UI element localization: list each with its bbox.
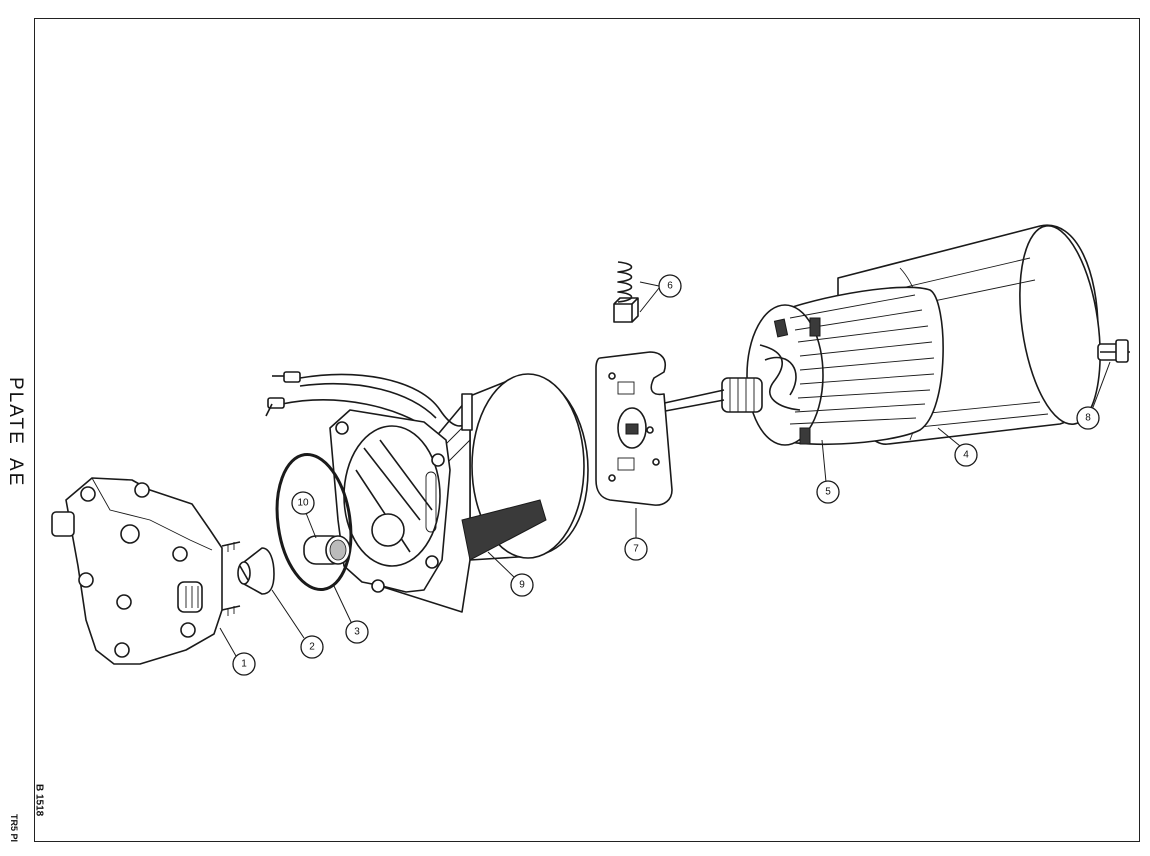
plate-title: PLATE AE [5,376,26,488]
footer-code: TR5 PI [9,813,19,842]
callout-7: 7 [624,537,648,561]
part-pump-body [51,477,241,665]
part-armature-field [746,286,944,446]
drawing-frame [34,18,1140,842]
svg-text:4: 4 [963,450,969,461]
svg-text:9: 9 [519,580,525,591]
callouts: 1 2 3 4 5 6 7 [219,274,1111,676]
part-sealing-ring [275,452,353,592]
part-coupling [237,547,275,595]
svg-text:1: 1 [241,659,247,670]
part-brush-plate [595,351,673,506]
callout-1: 1 [232,652,256,676]
lead-wires [265,371,473,431]
callout-5: 5 [816,480,840,504]
callout-9: 9 [510,573,534,597]
svg-text:10: 10 [297,498,309,509]
svg-text:8: 8 [1085,413,1091,424]
svg-text:2: 2 [309,642,315,653]
callout-6: 6 [658,274,682,298]
part-through-bolt [1097,339,1130,363]
part-commutator-shaft [659,377,763,413]
drawing-code: B 1518 [33,783,45,817]
svg-text:3: 3 [354,627,360,638]
callout-2: 2 [300,635,324,659]
callout-10: 10 [291,491,315,515]
callout-8: 8 [1076,406,1100,430]
part-flange [329,409,451,593]
part-bush [303,535,351,565]
part-brush-spring [613,261,639,323]
svg-text:7: 7 [633,544,639,555]
svg-text:5: 5 [825,487,831,498]
callout-4: 4 [954,443,978,467]
svg-text:6: 6 [667,281,673,292]
callout-3: 3 [345,620,369,644]
